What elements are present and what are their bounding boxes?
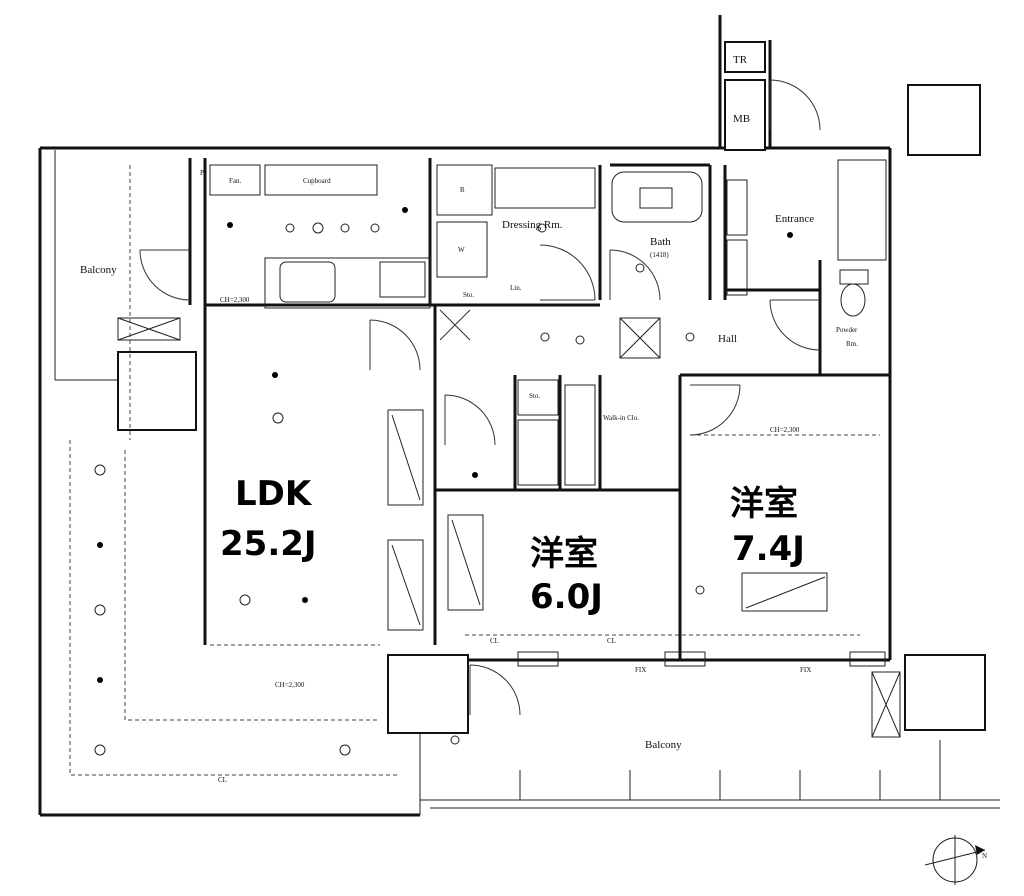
ceiling-height-ldk: CH=2,300 — [220, 296, 250, 304]
columns — [117, 41, 986, 734]
tr-label: TR — [733, 54, 748, 66]
cupboard-label: Cupboard — [303, 177, 331, 185]
balcony-left-label: Balcony — [80, 264, 117, 276]
refrigerator-label: R — [460, 186, 465, 194]
dressing-room-label: Dressing Rm. — [502, 219, 563, 231]
room1-size: 6.0J — [530, 577, 603, 617]
hall-label: Hall — [718, 333, 737, 345]
fix-label-1: FIX — [635, 666, 646, 674]
washer-label: W — [458, 246, 465, 254]
powder-label: Powder — [836, 326, 858, 334]
linen-label: Lin. — [510, 284, 522, 292]
fix-label-2: FIX — [800, 666, 811, 674]
fixtures — [117, 159, 941, 800]
ceiling-height-room2: CH=2,300 — [770, 426, 800, 434]
walk-in-closet-label: Walk-in Clo. — [603, 414, 639, 422]
compass-icon — [924, 835, 986, 885]
cl-label-3: CL — [218, 776, 227, 784]
room2-size: 7.4J — [732, 529, 805, 569]
room1-name: 洋室 — [530, 534, 598, 574]
bath-size-label: (1418) — [650, 251, 669, 259]
storage-label-1: Sto. — [463, 291, 474, 299]
ceiling-height-bottom: CH=2,300 — [275, 681, 305, 689]
cl-label-2: CL — [607, 637, 616, 645]
ceiling-lines — [69, 165, 880, 776]
door-swings — [139, 79, 821, 716]
balcony-bottom-label: Balcony — [645, 739, 682, 751]
lights — [94, 207, 793, 756]
powder-rm-label: Rm. — [846, 340, 858, 348]
pantry-label: Fan. — [229, 177, 242, 185]
bath-label: Bath — [650, 236, 671, 248]
ldk-size: 25.2J — [220, 524, 317, 564]
mb-label: MB — [733, 113, 750, 125]
cl-label-1: CL — [490, 637, 499, 645]
p-label: P — [200, 169, 204, 177]
storage-label-2: Sto. — [529, 392, 540, 400]
ldk-name: LDK — [235, 474, 313, 514]
entrance-label: Entrance — [775, 213, 814, 225]
room2-name: 洋室 — [730, 484, 798, 524]
interior-walls — [188, 158, 890, 662]
compass-north-label: N — [982, 852, 987, 860]
